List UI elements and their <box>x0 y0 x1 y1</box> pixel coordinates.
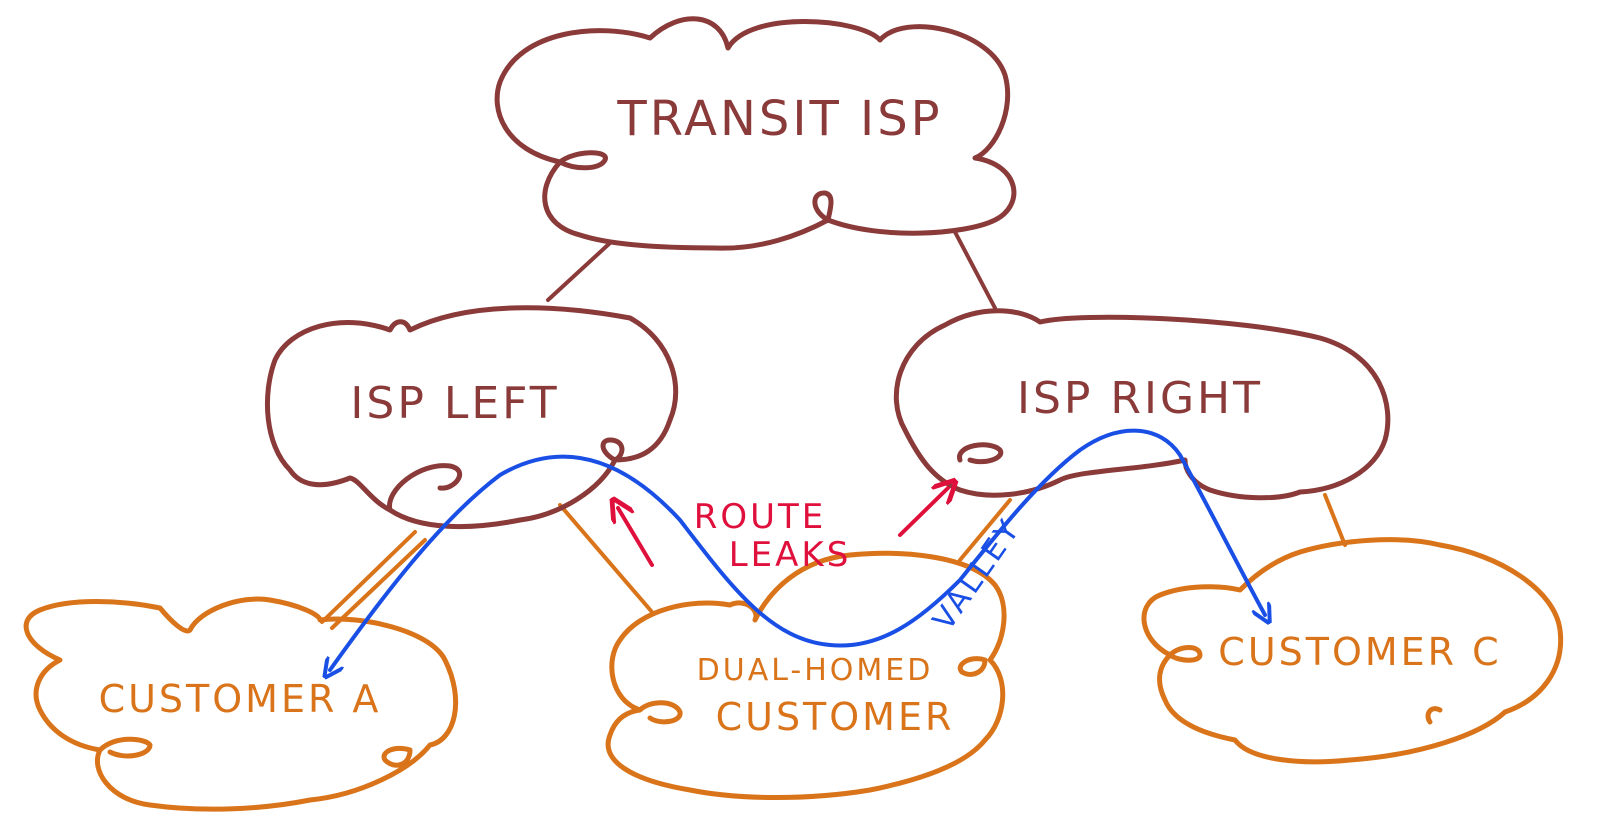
route-leak-arrow-left <box>618 508 654 567</box>
link-transit-isp-right <box>953 230 997 310</box>
link-isp-left-dual-homed <box>558 503 654 614</box>
isp-right-cloud <box>893 308 1391 501</box>
isp-links <box>546 230 997 310</box>
transit-isp-cloud <box>494 16 1017 251</box>
customer-a-label: CUSTOMER A <box>99 677 382 721</box>
link-isp-right-dual-homed <box>958 498 1012 562</box>
dual-homed-label-line2: CUSTOMER <box>716 695 955 739</box>
link-isp-left-customer-a-2 <box>330 538 427 630</box>
customer-c-label: CUSTOMER C <box>1218 630 1501 674</box>
link-isp-right-customer-c <box>1323 493 1347 547</box>
isp-left-label: ISP LEFT <box>350 378 559 429</box>
isp-right-label: ISP RIGHT <box>1017 373 1263 424</box>
leak-path <box>330 428 1265 670</box>
route-leaks-label-line2: LEAKS <box>729 535 852 575</box>
route-leak-arrow-right <box>898 488 948 537</box>
isp-left-cloud <box>265 305 679 530</box>
transit-isp-label: TRANSIT ISP <box>616 91 942 147</box>
link-transit-isp-left <box>546 241 612 302</box>
dual-homed-label-line1: DUAL-HOMED <box>697 653 934 688</box>
route-leaks-label-line1: ROUTE <box>694 497 827 537</box>
valley-label: VALLEY <box>926 512 1028 637</box>
